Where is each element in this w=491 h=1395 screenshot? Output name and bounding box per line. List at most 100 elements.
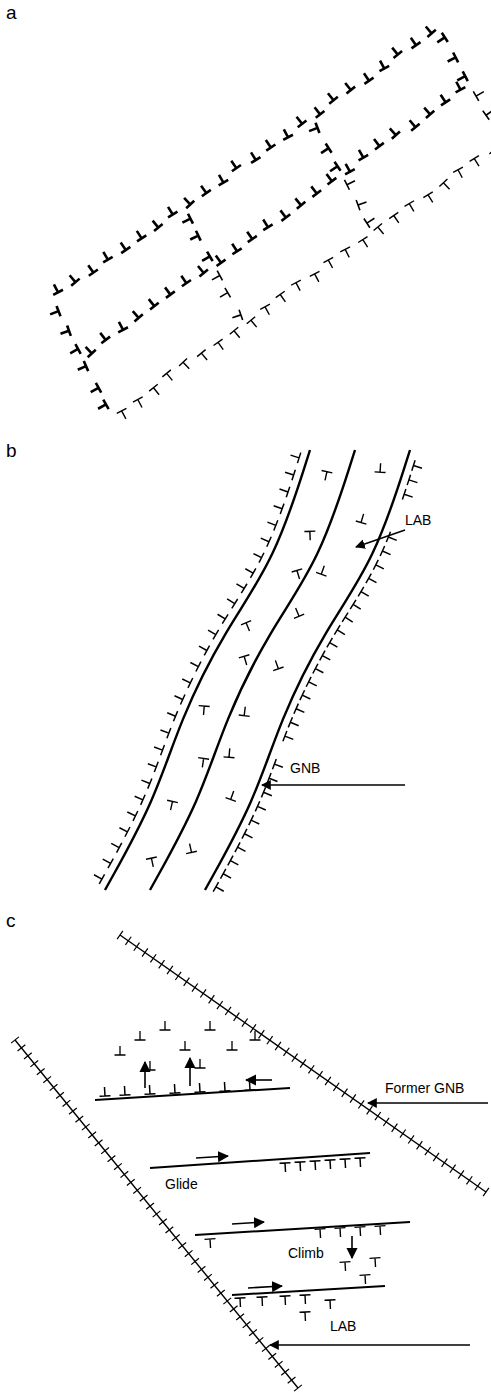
dislocation-symbol bbox=[219, 175, 229, 186]
dislocation-symbol bbox=[195, 1059, 206, 1068]
dislocation-symbol bbox=[345, 83, 355, 93]
dislocation-symbol bbox=[119, 827, 130, 837]
dislocation-symbol bbox=[103, 859, 114, 869]
leader-arrow bbox=[262, 784, 405, 785]
dislocation-symbol bbox=[198, 266, 208, 276]
dislocation-symbol bbox=[232, 310, 242, 320]
boundary-curve bbox=[150, 450, 355, 890]
panel-letter: c bbox=[6, 910, 16, 932]
motion-arrow bbox=[351, 1236, 353, 1258]
dislocation-symbol bbox=[160, 1021, 171, 1030]
dislocation-symbol bbox=[360, 1275, 371, 1284]
boundary-label: GNB bbox=[290, 760, 320, 776]
dislocation-symbol bbox=[167, 711, 177, 721]
dislocation-symbol bbox=[328, 93, 338, 103]
dislocation-symbol bbox=[261, 537, 271, 547]
slip-plane bbox=[232, 1286, 385, 1295]
dislocation-symbol bbox=[342, 613, 353, 622]
dislocation-symbol bbox=[274, 504, 284, 514]
dislocation-symbol bbox=[373, 560, 384, 570]
dislocation-symbol bbox=[370, 1258, 381, 1267]
dislocation-symbol bbox=[439, 179, 449, 189]
boundary-label: Glide bbox=[165, 1176, 198, 1192]
dislocation-symbol bbox=[321, 144, 332, 153]
dislocation-symbol bbox=[160, 728, 170, 738]
dislocation-symbol bbox=[250, 1031, 261, 1040]
dislocation-symbol bbox=[154, 745, 164, 755]
dislocation-symbol bbox=[245, 1081, 256, 1090]
dislocation-symbol bbox=[358, 237, 367, 248]
dislocation-symbol bbox=[448, 53, 459, 63]
lab-wall-ticks bbox=[11, 1037, 302, 1391]
motion-arrow bbox=[144, 1062, 146, 1088]
dislocation-symbol bbox=[300, 1295, 311, 1304]
dislocation-symbol bbox=[70, 344, 81, 354]
dislocation-symbol bbox=[242, 829, 253, 839]
dislocation-symbol bbox=[325, 1160, 336, 1169]
dislocation-symbol bbox=[280, 1163, 291, 1172]
dislocation-symbol bbox=[184, 198, 194, 208]
dislocation-symbol bbox=[141, 778, 151, 788]
dislocation-symbol bbox=[226, 791, 236, 801]
dislocation-symbol bbox=[280, 210, 290, 221]
dislocation-symbol bbox=[216, 255, 226, 266]
dislocation-symbol bbox=[356, 514, 367, 524]
dislocation-symbol bbox=[115, 1046, 126, 1055]
dislocation-symbol bbox=[291, 453, 301, 463]
dislocation-symbol bbox=[235, 842, 246, 852]
dislocation-symbol bbox=[100, 333, 110, 343]
dislocation-symbol bbox=[218, 614, 229, 623]
dislocation-symbol bbox=[212, 271, 223, 281]
dislocation-symbol bbox=[260, 304, 270, 315]
dislocation-symbol bbox=[221, 869, 232, 879]
dislocation-symbol bbox=[198, 758, 209, 768]
dislocation-symbol bbox=[266, 140, 276, 151]
dislocation-symbol bbox=[300, 690, 310, 700]
former-gnb-wall-ticks bbox=[117, 931, 489, 1196]
dislocation-symbol bbox=[167, 800, 178, 810]
dislocation-symbol bbox=[205, 1021, 216, 1030]
dislocation-symbol bbox=[358, 587, 369, 596]
dislocation-symbol bbox=[117, 408, 127, 419]
dislocation-symbol bbox=[135, 1031, 146, 1040]
dislocation-symbol bbox=[118, 322, 128, 333]
dislocation-symbol bbox=[179, 359, 189, 369]
dislocation-symbol bbox=[292, 569, 303, 579]
motion-arrow bbox=[232, 1222, 264, 1224]
dislocation-symbol bbox=[228, 856, 239, 866]
dislocation-symbol bbox=[263, 220, 272, 231]
dislocation-symbol bbox=[276, 291, 286, 302]
dislocation-symbol bbox=[94, 874, 105, 884]
dislocation-symbol bbox=[335, 1228, 346, 1237]
dislocation-symbol bbox=[322, 470, 333, 480]
dislocation-symbol bbox=[356, 200, 366, 210]
boundary-label: Climb bbox=[288, 1245, 324, 1261]
dislocation-symbol bbox=[239, 707, 250, 717]
dislocation-symbol bbox=[410, 120, 420, 130]
dislocation-symbol bbox=[182, 678, 192, 688]
dislocation-symbol bbox=[257, 1297, 268, 1306]
motion-arrow bbox=[248, 1286, 282, 1288]
dislocation-symbol bbox=[255, 801, 265, 811]
dislocation-symbol bbox=[133, 397, 143, 408]
dislocation-symbol bbox=[313, 664, 324, 674]
dislocation-symbol bbox=[375, 1226, 386, 1235]
leader-arrow bbox=[356, 530, 405, 547]
dislocation-symbol bbox=[294, 608, 304, 618]
dislocation-symbol bbox=[323, 257, 333, 268]
dislocation-symbol bbox=[162, 370, 172, 380]
dislocation-symbol bbox=[285, 470, 295, 480]
dislocation-symbol bbox=[272, 759, 282, 769]
slip-plane bbox=[150, 1153, 370, 1168]
dislocation-symbol bbox=[208, 630, 219, 640]
dislocation-symbol bbox=[412, 460, 422, 470]
dislocation-symbol bbox=[473, 91, 484, 101]
dislocation-symbol bbox=[344, 180, 355, 190]
dislocation-symbol bbox=[334, 625, 345, 634]
dislocation-symbol bbox=[224, 748, 235, 757]
dislocation-symbol bbox=[165, 287, 175, 298]
dislocation-symbol bbox=[423, 192, 432, 203]
dislocation-symbol bbox=[389, 212, 399, 223]
